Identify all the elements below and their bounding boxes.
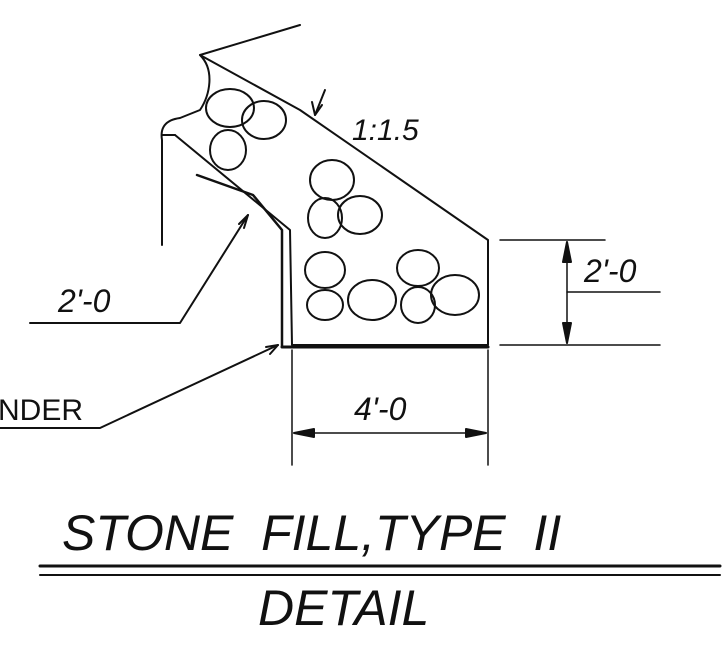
geotextile-dimension-label: 2'-0 bbox=[57, 283, 111, 319]
rock bbox=[337, 195, 383, 235]
underdrain-arrowhead bbox=[265, 344, 279, 355]
rock bbox=[306, 289, 344, 321]
rock bbox=[347, 279, 397, 321]
rock bbox=[209, 129, 247, 171]
rock bbox=[205, 88, 255, 128]
title-line-2: DETAIL bbox=[258, 580, 429, 636]
rock bbox=[396, 249, 440, 287]
rock bbox=[400, 286, 436, 324]
underdrain-leader bbox=[0, 344, 279, 429]
rock bbox=[304, 251, 346, 289]
rock bbox=[241, 100, 287, 140]
title-line-1: STONE FILL,TYPE II bbox=[62, 505, 561, 561]
slope-arrowhead bbox=[311, 101, 323, 116]
width-dimension-label: 4'-0 bbox=[354, 391, 407, 427]
height-dimension-label: 2'-0 bbox=[583, 253, 637, 289]
slope-top-line bbox=[199, 24, 301, 56]
slope-leader bbox=[314, 89, 326, 116]
geotextile-arrowhead bbox=[238, 214, 249, 229]
rock bbox=[309, 159, 355, 201]
rock-cluster bbox=[205, 88, 480, 324]
geotextile-leader bbox=[29, 214, 249, 324]
dim-arrow-left bbox=[293, 428, 315, 438]
dim-arrow-up bbox=[562, 241, 572, 263]
rock bbox=[307, 197, 343, 239]
dim-arrow-down bbox=[562, 322, 572, 344]
geotextile-line bbox=[195, 173, 284, 349]
dim-arrow-right bbox=[465, 428, 487, 438]
stone-fill-outline bbox=[160, 54, 489, 346]
rock bbox=[430, 274, 480, 316]
slope-ratio-label: 1:1.5 bbox=[352, 114, 419, 147]
underdrain-label: NDER bbox=[0, 394, 83, 427]
